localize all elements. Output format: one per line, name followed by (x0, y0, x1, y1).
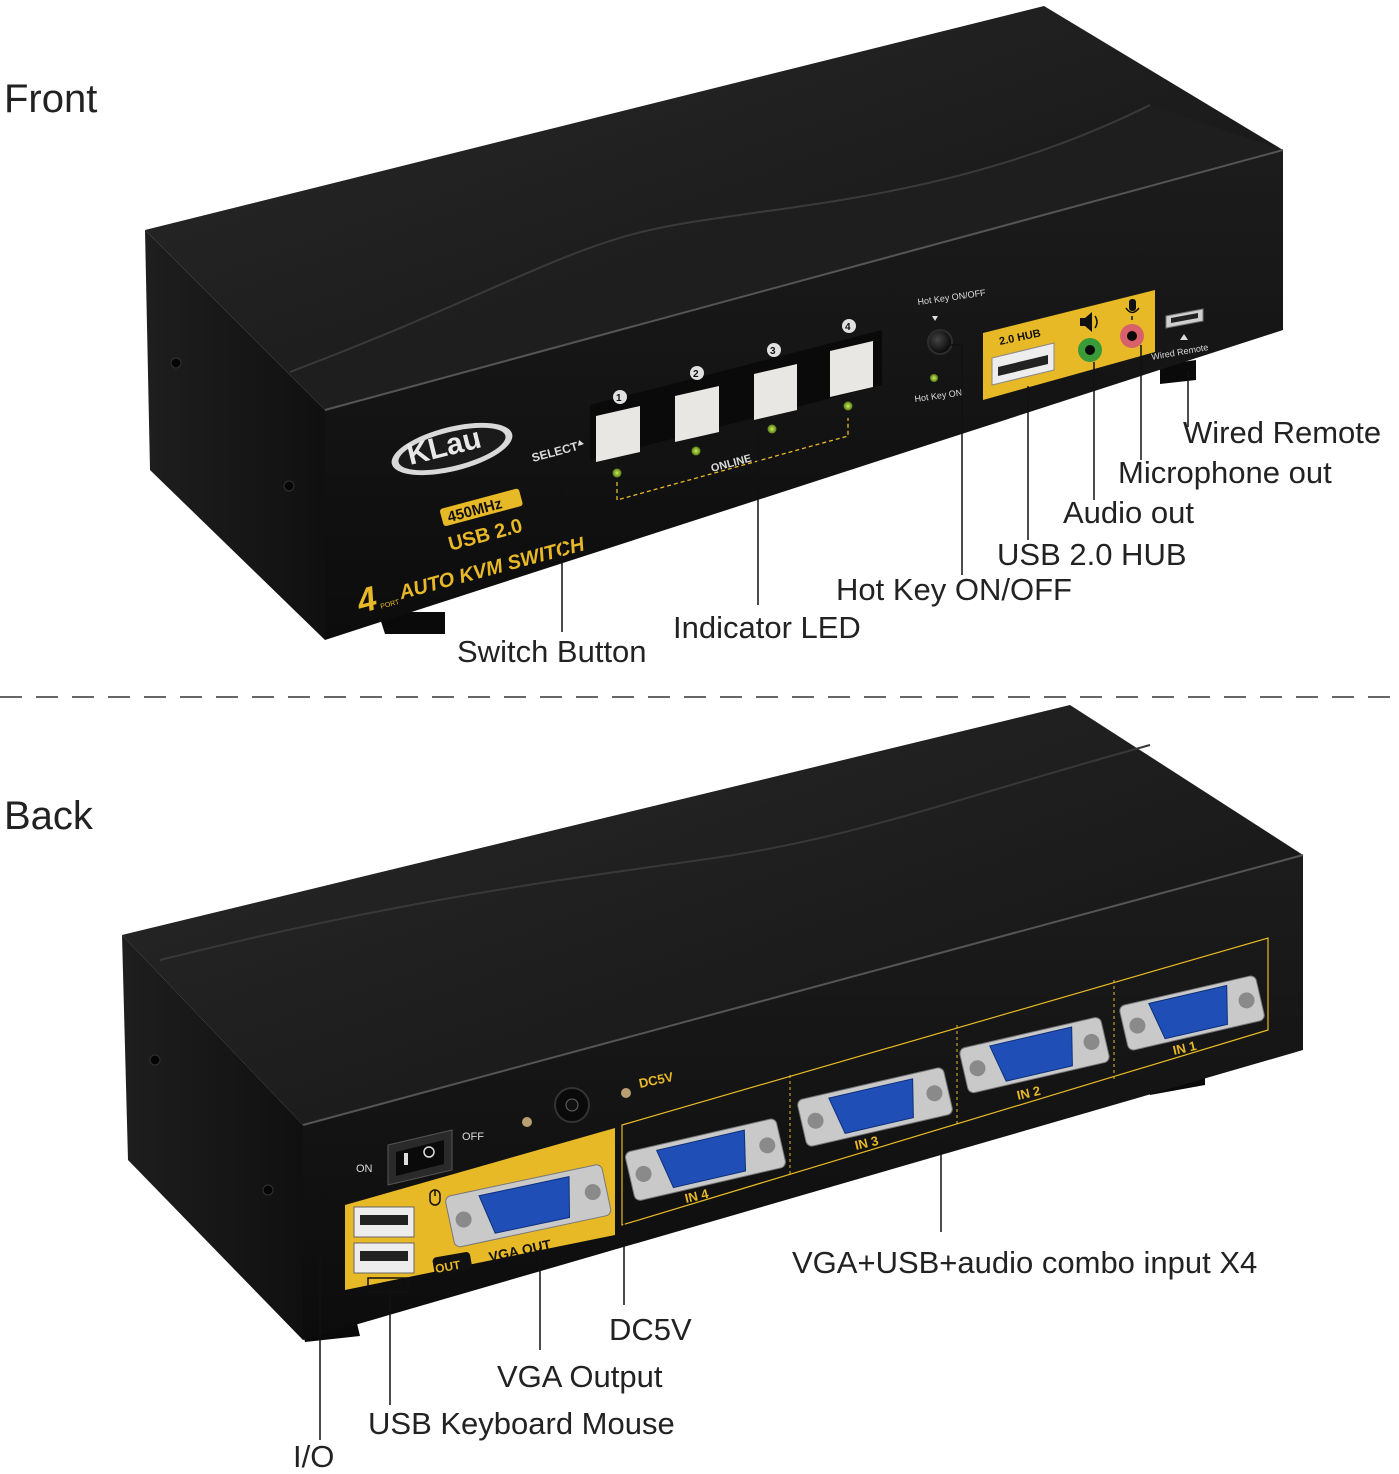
svg-text:OUT: OUT (434, 1258, 462, 1276)
mouse-icon (429, 1189, 441, 1206)
callout-combo-input: VGA+USB+audio combo input X4 (792, 1245, 1258, 1280)
vga-input-1[interactable] (1119, 975, 1266, 1051)
hotkey-button[interactable] (927, 329, 953, 355)
online-led-1 (612, 468, 622, 478)
port-button-1[interactable]: 1 (596, 390, 640, 462)
front-foot-mid (378, 612, 445, 634)
dc-power-jack[interactable] (554, 1087, 590, 1123)
screw-hole (283, 480, 295, 492)
front-section-title: Front (4, 77, 98, 121)
on-label: ON (356, 1163, 373, 1175)
brand-logo: KLau (391, 422, 513, 476)
callout-usb-hub: USB 2.0 HUB (997, 537, 1187, 572)
in-label-3: IN 3 (853, 1133, 880, 1153)
in-label-1: IN 1 (1171, 1038, 1198, 1058)
svg-text:3: 3 (770, 346, 776, 357)
callout-wired-remote: Wired Remote (1183, 415, 1382, 450)
wired-remote-port[interactable] (1165, 308, 1204, 329)
callout-usb-keyboard-mouse: USB Keyboard Mouse (368, 1406, 675, 1441)
callout-io: I/O (293, 1439, 335, 1474)
dc-label: DC5V (638, 1069, 675, 1091)
front-top-panel (145, 6, 1283, 410)
audio-out-jack[interactable] (1078, 338, 1102, 362)
callout-vga-output: VGA Output (497, 1359, 663, 1394)
callout-audio-out: Audio out (1063, 495, 1194, 530)
back-left-side (122, 935, 303, 1340)
vga-input-3[interactable] (797, 1067, 954, 1148)
back-unit: ON OFF DC5V OUT (122, 705, 1304, 1342)
out-badge: OUT (432, 1252, 472, 1276)
screw-icon (621, 1088, 631, 1098)
in-label-4: IN 4 (683, 1186, 710, 1206)
front-top-swoosh (290, 105, 1283, 410)
back-top-panel (122, 705, 1303, 1125)
screw-hole (170, 357, 182, 369)
usb-mouse-port[interactable] (353, 1242, 415, 1274)
online-led-4 (843, 401, 853, 411)
front-unit: KLau 450MHz USB 2.0 AUTO KVM SWITCH 4 PO… (145, 6, 1284, 640)
screw-hole (262, 1184, 274, 1196)
port-button-4[interactable]: 4 (830, 319, 873, 397)
port-button-3[interactable]: 3 (754, 343, 797, 420)
port-button-2[interactable]: 2 (675, 366, 719, 442)
back-leader-lines (319, 1140, 942, 1440)
front-left-side (145, 230, 325, 640)
front-leader-lines (561, 344, 1189, 632)
microphone-jack[interactable] (1120, 324, 1144, 348)
speaker-icon (1080, 312, 1098, 332)
in-label-2: IN 2 (1015, 1083, 1042, 1103)
vga-input-2[interactable] (959, 1016, 1111, 1094)
usb-hub-port[interactable] (991, 342, 1055, 386)
callout-dc5v: DC5V (609, 1312, 692, 1347)
microphone-icon (1125, 299, 1140, 320)
screw-icon (522, 1117, 532, 1127)
vga-output-port[interactable] (445, 1164, 612, 1248)
callout-microphone-out: Microphone out (1118, 455, 1332, 490)
callout-indicator-led: Indicator LED (673, 610, 861, 645)
svg-text:4: 4 (845, 322, 851, 333)
vga-input-4[interactable] (624, 1118, 786, 1202)
svg-text:2: 2 (693, 369, 699, 380)
keyboard-icon (367, 1277, 409, 1293)
online-led-2 (691, 446, 701, 456)
power-switch[interactable] (387, 1129, 453, 1186)
back-section-title: Back (4, 794, 93, 838)
usb-keyboard-port[interactable] (353, 1206, 415, 1238)
off-label: OFF (462, 1131, 484, 1143)
svg-text:1: 1 (616, 393, 622, 404)
callout-hotkey: Hot Key ON/OFF (836, 572, 1072, 607)
svg-text:PORT: PORT (380, 599, 401, 611)
callout-switch-button: Switch Button (457, 634, 647, 669)
online-led-3 (767, 424, 777, 434)
hotkey-on-led (930, 374, 938, 382)
screw-hole (149, 1054, 161, 1066)
